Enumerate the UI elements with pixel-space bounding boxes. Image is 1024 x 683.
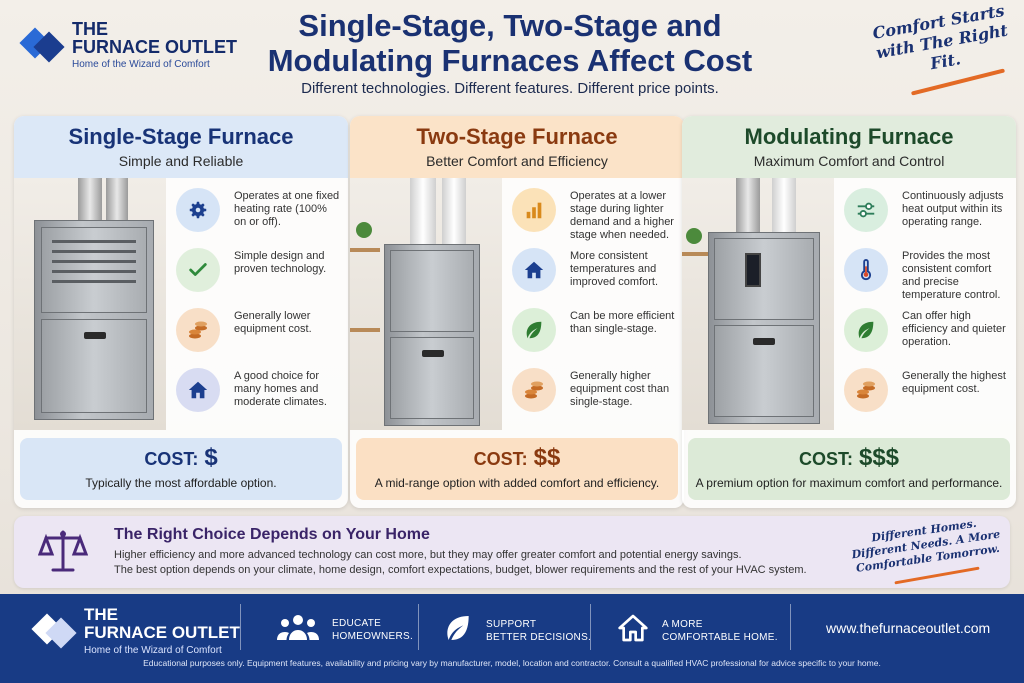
house-icon bbox=[512, 248, 556, 292]
card-modulating: Modulating Furnace Maximum Comfort and C… bbox=[682, 116, 1016, 508]
house-icon bbox=[616, 612, 650, 649]
sliders-icon bbox=[844, 188, 888, 232]
leaf-icon bbox=[512, 308, 556, 352]
brand-tagline: Home of the Wizard of Comfort bbox=[72, 59, 210, 70]
page-subtitle: Different technologies. Different featur… bbox=[301, 80, 719, 97]
right-choice-panel: The Right Choice Depends on Your Home Hi… bbox=[14, 516, 1010, 588]
footer: THE FURNACE OUTLET Home of the Wizard of… bbox=[0, 594, 1024, 683]
brand-name-line1: THE bbox=[72, 19, 108, 39]
checkmark-icon bbox=[176, 248, 220, 292]
feature-item: Provides the most consistent comfort and… bbox=[844, 246, 1010, 306]
cost-description: A premium option for maximum comfort and… bbox=[695, 476, 1003, 490]
cost-label: COST: bbox=[144, 449, 199, 469]
footer-brand-tagline: Home of the Wizard of Comfort bbox=[84, 645, 222, 656]
coins-icon bbox=[844, 368, 888, 412]
footer-brand-name-line2: FURNACE OUTLET bbox=[84, 623, 240, 642]
cost-box: COST:$$$ A premium option for maximum co… bbox=[688, 438, 1010, 500]
coins-icon bbox=[512, 368, 556, 412]
modulating-furnace-photo bbox=[682, 178, 834, 430]
cost-description: Typically the most affordable option. bbox=[85, 476, 277, 490]
feature-item: Can be more efficient than single-stage. bbox=[512, 306, 678, 366]
feature-item: More consistent temperatures and improve… bbox=[512, 246, 678, 306]
footer-divider bbox=[418, 604, 419, 650]
cost-box: COST:$ Typically the most affordable opt… bbox=[20, 438, 342, 500]
people-icon bbox=[276, 612, 320, 647]
website-link[interactable]: www.thefurnaceoutlet.com bbox=[826, 620, 991, 636]
card-two-stage: Two-Stage Furnace Better Comfort and Eff… bbox=[350, 116, 684, 508]
choice-title: The Right Choice Depends on Your Home bbox=[114, 526, 430, 543]
feature-item: A good choice for many homes and moderat… bbox=[176, 366, 342, 426]
choice-slogan: Different Homes. Different Needs. A More… bbox=[850, 516, 1001, 575]
brand-logo[interactable]: THE FURNACE OUTLET Home of the Wizard of… bbox=[18, 20, 237, 70]
feature-item: Generally higher equipment cost than sin… bbox=[512, 366, 678, 426]
page-title: Single-Stage, Two-Stage and Modulating F… bbox=[267, 8, 753, 78]
thermometer-icon bbox=[844, 248, 888, 292]
coins-icon bbox=[176, 308, 220, 352]
card-title: Single-Stage Furnace bbox=[68, 124, 294, 149]
feature-item: Continuously adjusts heat output within … bbox=[844, 186, 1010, 246]
footer-divider bbox=[590, 604, 591, 650]
footer-divider bbox=[790, 604, 791, 650]
cost-label: COST: bbox=[473, 449, 528, 469]
single-stage-furnace-photo bbox=[14, 178, 166, 430]
card-title: Modulating Furnace bbox=[744, 124, 954, 149]
diamond-logo-icon bbox=[30, 608, 77, 654]
cost-symbol: $$$ bbox=[858, 444, 900, 471]
feature-item: Generally the highest equipment cost. bbox=[844, 366, 1010, 426]
card-tagline: Simple and Reliable bbox=[118, 153, 244, 169]
footer-brand-logo[interactable]: THE FURNACE OUTLET Home of the Wizard of… bbox=[30, 606, 240, 656]
choice-slogan-underline bbox=[894, 566, 980, 585]
disclaimer: Educational purposes only. Equipment fea… bbox=[143, 658, 881, 668]
bar-chart-icon bbox=[512, 188, 556, 232]
feature-item: Operates at one fixed heating rate (100%… bbox=[176, 186, 342, 246]
cost-description: A mid-range option with added comfort an… bbox=[374, 476, 660, 490]
card-single-stage: Single-Stage Furnace Simple and Reliable bbox=[14, 116, 348, 508]
feature-item: Generally lower equipment cost. bbox=[176, 306, 342, 366]
footer-brand-name-line1: THE bbox=[84, 605, 118, 624]
scales-icon bbox=[37, 526, 89, 576]
feature-item: Simple design and proven technology. bbox=[176, 246, 342, 306]
cost-box: COST:$$ A mid-range option with added co… bbox=[356, 438, 678, 500]
house-icon bbox=[176, 368, 220, 412]
cost-symbol: $ bbox=[204, 444, 218, 471]
card-title: Two-Stage Furnace bbox=[416, 124, 618, 149]
card-tagline: Better Comfort and Efficiency bbox=[426, 153, 608, 169]
gear-icon bbox=[176, 188, 220, 232]
two-stage-furnace-photo bbox=[350, 178, 502, 430]
feature-item: Can offer high efficiency and quieter op… bbox=[844, 306, 1010, 366]
footer-divider bbox=[240, 604, 241, 650]
leaf-icon bbox=[844, 308, 888, 352]
brand-name-line2: FURNACE OUTLET bbox=[72, 37, 237, 57]
cost-label: COST: bbox=[798, 449, 853, 469]
choice-text-line1: Higher efficiency and more advanced tech… bbox=[114, 549, 742, 561]
diamond-logo-icon bbox=[18, 22, 65, 68]
cost-symbol: $$ bbox=[533, 444, 561, 471]
card-tagline: Maximum Comfort and Control bbox=[753, 153, 945, 169]
leaf-icon bbox=[442, 612, 474, 649]
feature-item: Operates at a lower stage during lighter… bbox=[512, 186, 678, 246]
choice-text-line2: The best option depends on your climate,… bbox=[114, 564, 807, 576]
